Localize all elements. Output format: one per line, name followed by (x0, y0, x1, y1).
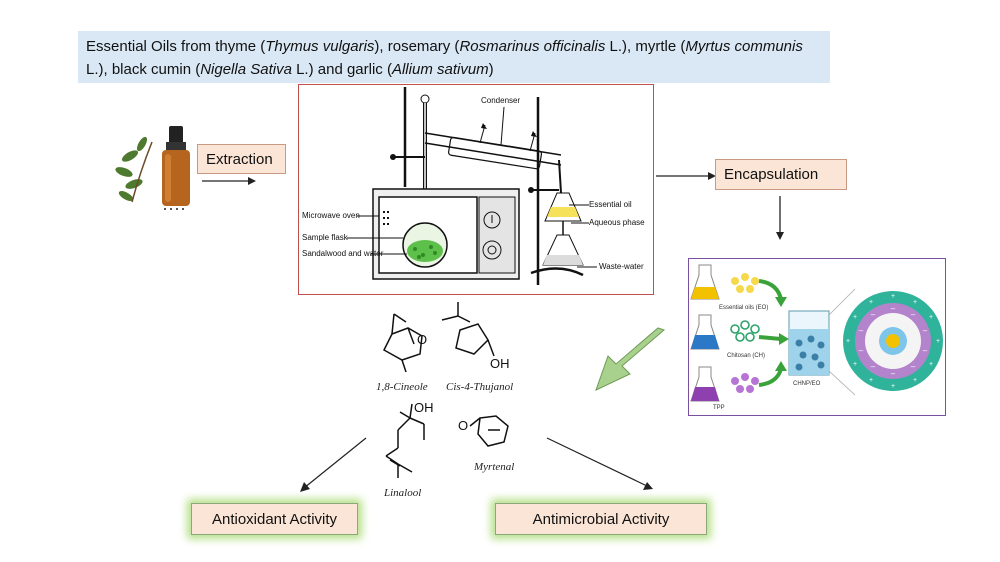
svg-text:+: + (869, 377, 873, 384)
sample-flask-label: Sample flask (302, 233, 349, 242)
header-text: ) (488, 61, 494, 78)
thujanol-label: Cis-4-Thujanol (446, 381, 513, 393)
green-arrow-to-compounds (595, 327, 665, 391)
svg-text:–: – (871, 362, 876, 371)
antimicrobial-label: Antimicrobial Activity (532, 510, 670, 528)
header-text: ), rosemary ( (374, 38, 460, 55)
thyme-species: Thymus vulgaris (265, 38, 375, 55)
encapsulation-label: Encapsulation (724, 166, 819, 183)
thujanol-hydroxyl: OH (490, 356, 510, 371)
svg-text:+: + (929, 361, 933, 368)
eo-label: Essential oils (EO) (719, 305, 768, 311)
linalool-hydroxyl: OH (414, 400, 434, 415)
microwave-extraction-apparatus: Condenser Microwave oven Sample flask Sa… (298, 84, 654, 295)
svg-text:–: – (871, 310, 876, 319)
svg-text:–: – (911, 310, 916, 319)
myrtle-species: Myrtus communis (685, 38, 803, 55)
arrow-down-to-panel (776, 196, 784, 240)
cineole-label: 1,8-Cineole (376, 381, 428, 393)
antioxidant-label: Antioxidant Activity (211, 510, 338, 528)
condenser-label: Condenser (481, 96, 520, 105)
apparatus-diagram: Condenser Microwave oven Sample flask Sa… (302, 87, 645, 285)
microwave-oven-label: Microwave oven (302, 211, 360, 220)
myrtenal-structure (469, 415, 509, 447)
svg-text:+: + (936, 338, 940, 345)
svg-text:+: + (891, 383, 895, 390)
svg-text:–: – (859, 326, 864, 335)
linalool-label: Linalool (383, 487, 421, 499)
waste-water-label: Waste-water (599, 262, 644, 271)
svg-text:+: + (853, 314, 857, 321)
cineole-oxygen: O (417, 332, 427, 347)
encapsulation-illustration: Essential oils (EO) Chitosan (CH) TPP CH… (690, 264, 943, 411)
svg-text:–: – (891, 369, 896, 378)
tpp-label: TPP (713, 405, 725, 411)
svg-text:+: + (913, 377, 917, 384)
svg-text:–: – (891, 304, 896, 313)
svg-text:+: + (846, 338, 850, 345)
product-label: CHNP/EO (793, 381, 821, 387)
essential-oil-bottle-icon (115, 126, 190, 210)
svg-text:–: – (911, 362, 916, 371)
chemical-structures: O 1,8-Cineole OH Cis-4-Thujanol OH Linal… (376, 302, 514, 499)
encapsulation-step-box: Encapsulation (715, 159, 847, 190)
antioxidant-activity-box: Antioxidant Activity (191, 503, 358, 535)
header-text: L.), myrtle ( (605, 38, 686, 55)
svg-text:+: + (913, 299, 917, 306)
svg-text:–: – (859, 346, 864, 355)
plant-sources-header: Essential Oils from thyme (Thymus vulgar… (78, 31, 830, 83)
essential-oil-label: Essential oil (589, 200, 632, 209)
myrtenal-label: Myrtenal (473, 461, 514, 473)
svg-text:+: + (869, 299, 873, 306)
myrtenal-oxygen: O (458, 418, 468, 433)
sandalwood-label: Sandalwood and water (302, 249, 384, 258)
arrow-to-antioxidant (300, 437, 367, 492)
cumin-species: Nigella Sativa (200, 61, 292, 78)
svg-text:+: + (929, 314, 933, 321)
linalool-structure (385, 403, 425, 478)
arrow-to-antimicrobial (546, 437, 653, 490)
antimicrobial-activity-box: Antimicrobial Activity (495, 503, 707, 535)
rosemary-species: Rosmarinus officinalis (459, 38, 606, 55)
aqueous-phase-label: Aqueous phase (589, 218, 645, 227)
arrow-to-apparatus (202, 177, 256, 185)
extraction-label: Extraction (206, 150, 273, 168)
nanoencapsulation-panel: Essential oils (EO) Chitosan (CH) TPP CH… (688, 258, 946, 416)
svg-text:+: + (853, 361, 857, 368)
garlic-species: Allium sativum (391, 61, 489, 78)
svg-text:–: – (923, 346, 928, 355)
header-text: Essential Oils from thyme ( (86, 38, 266, 55)
header-text: L.), black cumin ( (86, 61, 201, 78)
svg-text:+: + (891, 293, 895, 300)
svg-text:–: – (923, 326, 928, 335)
header-text: L.) and garlic ( (291, 61, 392, 78)
cineole-structure (383, 313, 423, 373)
thujanol-structure (441, 302, 495, 357)
extraction-step-box: Extraction (197, 144, 286, 174)
arrow-to-encapsulation (656, 172, 716, 180)
chitosan-label: Chitosan (CH) (727, 353, 765, 359)
